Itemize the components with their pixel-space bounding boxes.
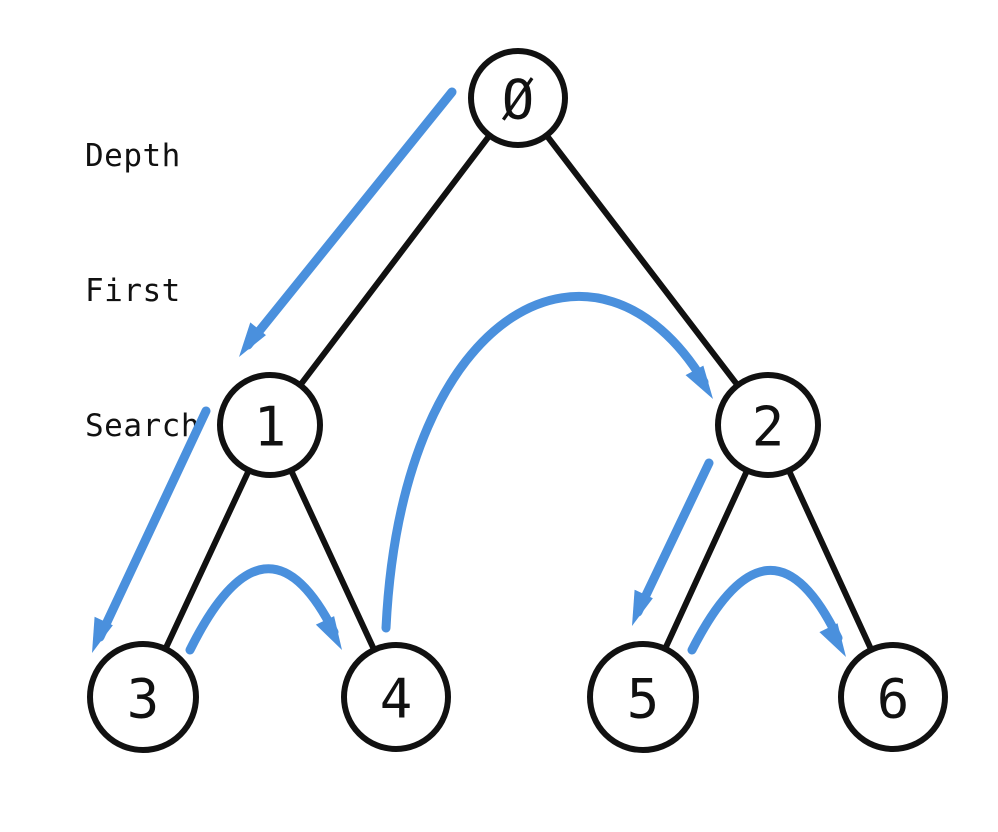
tree-node-0[interactable]: Ø <box>468 48 568 148</box>
node-circle-1 <box>217 372 323 478</box>
traversal-arrows-layer <box>92 87 846 657</box>
tree-edge-1-3 <box>162 468 252 652</box>
arrow-5-to-6 <box>687 565 846 657</box>
arrow-0-to-1 <box>239 87 457 357</box>
arrow-4-to-2-shaft <box>381 292 709 633</box>
node-label-3: 3 <box>127 668 160 731</box>
node-circle-6 <box>838 642 948 752</box>
arrow-1-to-3-shaft <box>95 406 211 642</box>
node-label-5: 5 <box>627 668 660 731</box>
title-line-1: Depth <box>85 138 181 174</box>
tree-nodes-layer: Ø 1 2 3 4 5 6 <box>87 48 948 753</box>
title-line-3: Search <box>85 408 200 444</box>
arrow-1-to-3-head <box>92 616 113 653</box>
tree-edge-2-6 <box>786 468 874 652</box>
node-circle-3 <box>87 641 199 753</box>
node-label-2: 2 <box>752 396 785 459</box>
arrow-2-to-5 <box>632 458 714 626</box>
arrow-3-to-4 <box>185 564 342 655</box>
node-label-4: 4 <box>380 668 413 731</box>
arrow-4-to-2 <box>381 292 713 633</box>
arrow-0-to-1-head <box>239 322 266 357</box>
tree-node-4[interactable]: 4 <box>341 642 451 752</box>
arrow-3-to-4-head <box>315 616 342 650</box>
diagram-title: Depth First Search <box>85 44 200 539</box>
node-label-6: 6 <box>877 668 910 731</box>
arrow-5-to-6-shaft <box>687 565 843 655</box>
node-circle-5 <box>587 641 699 753</box>
node-circle-0 <box>468 48 568 148</box>
tree-edge-0-1 <box>297 133 492 388</box>
node-label-0: Ø <box>502 69 535 132</box>
tree-edges-layer <box>162 133 874 652</box>
arrow-2-to-5-shaft <box>633 458 714 617</box>
arrow-4-to-2-head <box>685 365 713 399</box>
tree-edge-2-5 <box>662 468 750 651</box>
arrow-0-to-1-shaft <box>243 87 457 350</box>
title-line-2: First <box>85 273 181 309</box>
node-label-1: 1 <box>254 396 287 459</box>
arrow-2-to-5-head <box>632 589 653 626</box>
tree-edge-0-2 <box>544 133 741 388</box>
tree-node-6[interactable]: 6 <box>838 642 948 752</box>
node-circle-4 <box>341 642 451 752</box>
arrow-1-to-3 <box>92 406 211 653</box>
tree-node-5[interactable]: 5 <box>587 641 699 753</box>
tree-node-2[interactable]: 2 <box>715 372 821 478</box>
tree-node-3[interactable]: 3 <box>87 641 199 753</box>
arrow-3-to-4-shaft <box>185 564 339 655</box>
tree-node-1[interactable]: 1 <box>217 372 323 478</box>
tree-edge-1-4 <box>288 468 377 652</box>
arrow-5-to-6-head <box>819 623 846 657</box>
node-circle-2 <box>715 372 821 478</box>
